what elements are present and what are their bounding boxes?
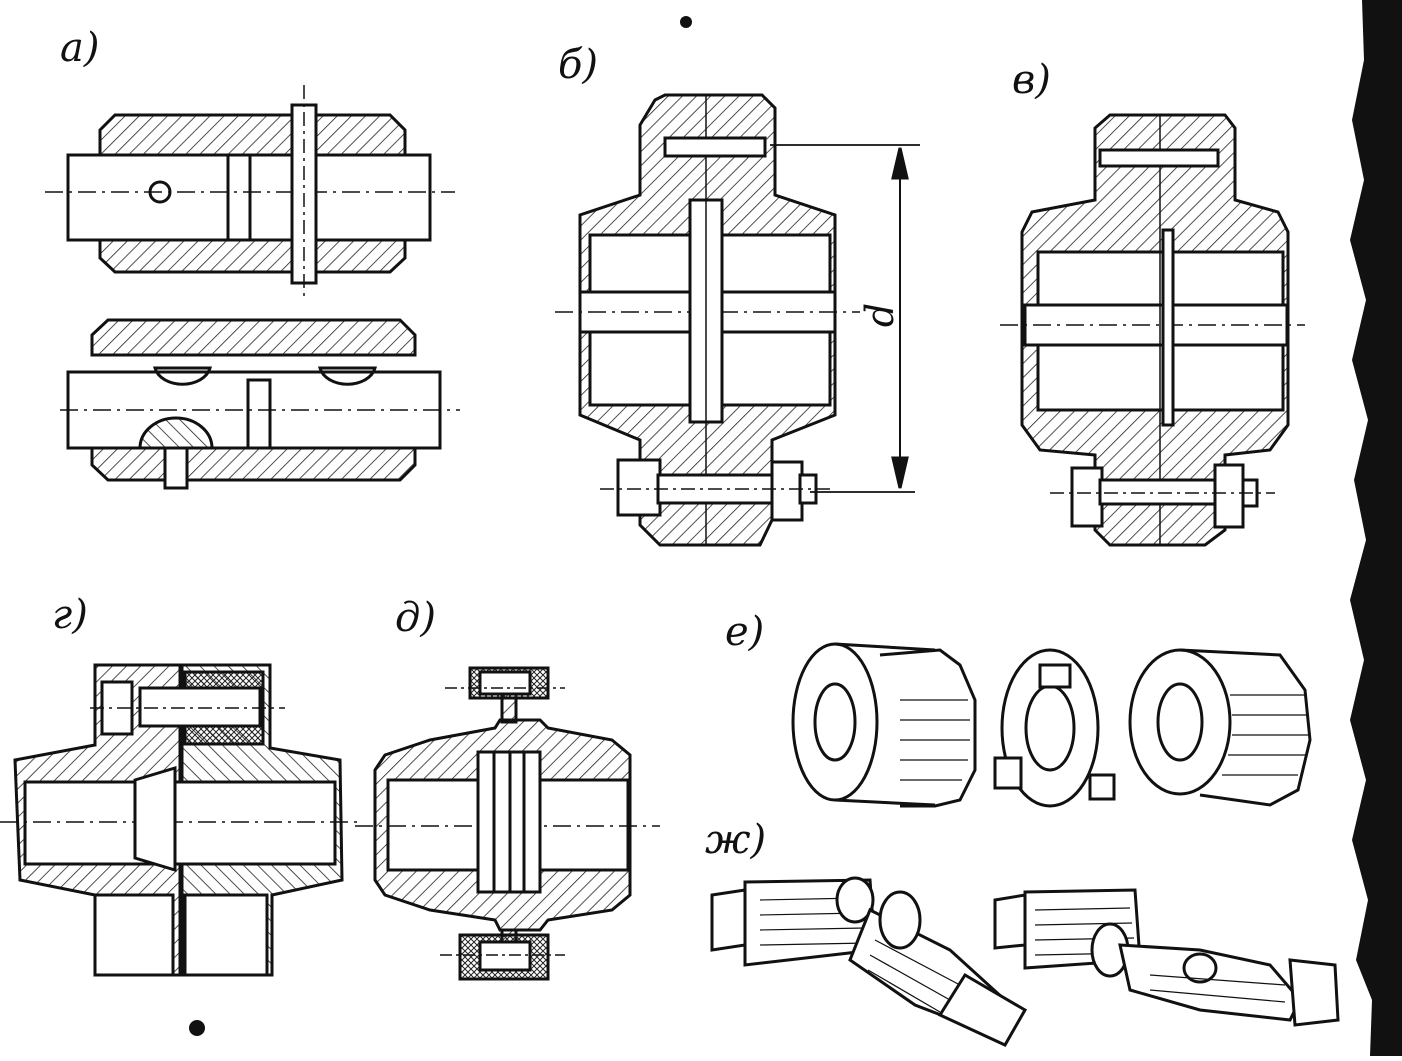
label-zh: ж) [705,817,767,863]
label-b: б) [558,42,599,88]
label-e: е) [725,609,765,655]
label-a: а) [60,25,100,71]
figure-v-flange-coupling [1000,113,1305,547]
label-v: в) [1012,57,1051,103]
dimension-d-label: d [858,302,903,328]
figure-g-elastic-coupling [0,663,360,977]
figure-e-jaw-coupling [791,642,1312,808]
label-g: г) [52,592,88,638]
figure-d-gear-coupling [355,666,660,981]
scan-edge [1350,0,1402,1056]
figure-b-flange-coupling [555,93,920,547]
scan-speck [680,16,692,28]
scan-speck [189,1020,205,1036]
figure-zh-universal-joints [710,876,1340,1047]
label-d: д) [395,595,436,641]
figure-a-sleeve-couplings [45,85,460,490]
